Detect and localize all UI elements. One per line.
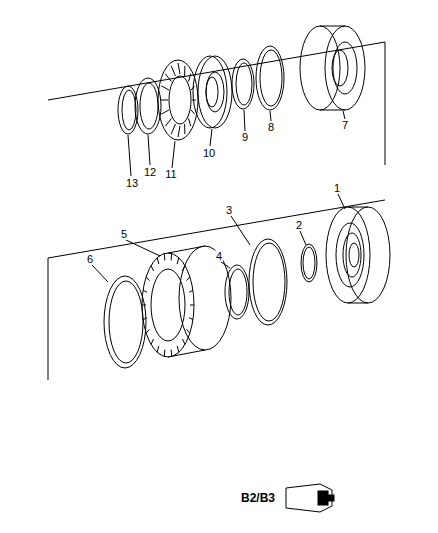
spline-tooth — [164, 350, 166, 357]
spline-tooth — [177, 258, 179, 264]
spline-tooth — [177, 346, 179, 352]
callout-number: 2 — [295, 220, 303, 231]
seal-ring — [249, 239, 287, 325]
callout-number: 9 — [241, 132, 249, 143]
ring — [104, 276, 146, 368]
spline-tooth — [151, 339, 154, 344]
spline-tooth — [142, 305, 146, 306]
spline-tooth — [157, 258, 159, 264]
spline-tooth — [187, 277, 190, 281]
callout-number: 8 — [267, 122, 275, 133]
roller — [191, 110, 195, 114]
callout-number: 10 — [202, 148, 216, 159]
clutch-drum — [326, 207, 390, 303]
spline-tooth — [182, 339, 185, 344]
callout-number: 6 — [86, 254, 94, 265]
callout-number: 3 — [225, 205, 233, 216]
callout-number: 1 — [333, 183, 341, 194]
spline-tooth — [151, 266, 154, 271]
roller — [161, 110, 169, 114]
roller — [171, 124, 175, 134]
roller — [188, 74, 190, 82]
spline-tooth — [182, 266, 185, 271]
spline-tooth — [187, 329, 190, 333]
piston — [193, 56, 232, 128]
retainer — [300, 26, 365, 110]
roller — [192, 100, 196, 101]
spline-tooth — [189, 290, 193, 292]
spline-tooth — [189, 318, 193, 320]
roller — [171, 66, 175, 76]
callout-number: 4 — [215, 251, 223, 262]
callout-number: 11 — [164, 169, 177, 180]
roller — [184, 124, 185, 134]
spline-tooth — [143, 290, 147, 292]
callout-number: 13 — [125, 178, 139, 189]
spline-tooth — [143, 318, 147, 320]
roller — [178, 63, 180, 74]
spline-tooth — [171, 254, 173, 261]
panel-outline — [48, 200, 385, 380]
spline-tooth — [157, 346, 159, 352]
seal-ring — [232, 59, 254, 109]
roller — [188, 118, 190, 126]
seal-ring — [256, 46, 284, 110]
location-icon — [286, 484, 334, 512]
roller — [178, 126, 180, 137]
spline-tooth — [146, 277, 149, 281]
seal-ring — [225, 265, 249, 319]
roller — [161, 86, 169, 90]
view-label: B2/B3 — [240, 492, 276, 504]
callout-number: 5 — [120, 229, 128, 240]
clutch-hub — [142, 246, 231, 357]
spline-tooth — [171, 350, 173, 357]
spline-tooth — [190, 305, 194, 306]
roller — [165, 118, 171, 126]
spline-tooth — [146, 329, 149, 333]
callout-number: 7 — [341, 120, 349, 131]
o-ring — [301, 244, 317, 282]
roller — [165, 74, 171, 82]
leader-lines — [92, 110, 345, 282]
ring — [135, 78, 161, 134]
callout-number: 12 — [143, 167, 157, 178]
spline-tooth — [164, 254, 166, 261]
roller — [184, 66, 185, 76]
roller — [160, 100, 168, 101]
thrust-bearing — [158, 60, 198, 140]
